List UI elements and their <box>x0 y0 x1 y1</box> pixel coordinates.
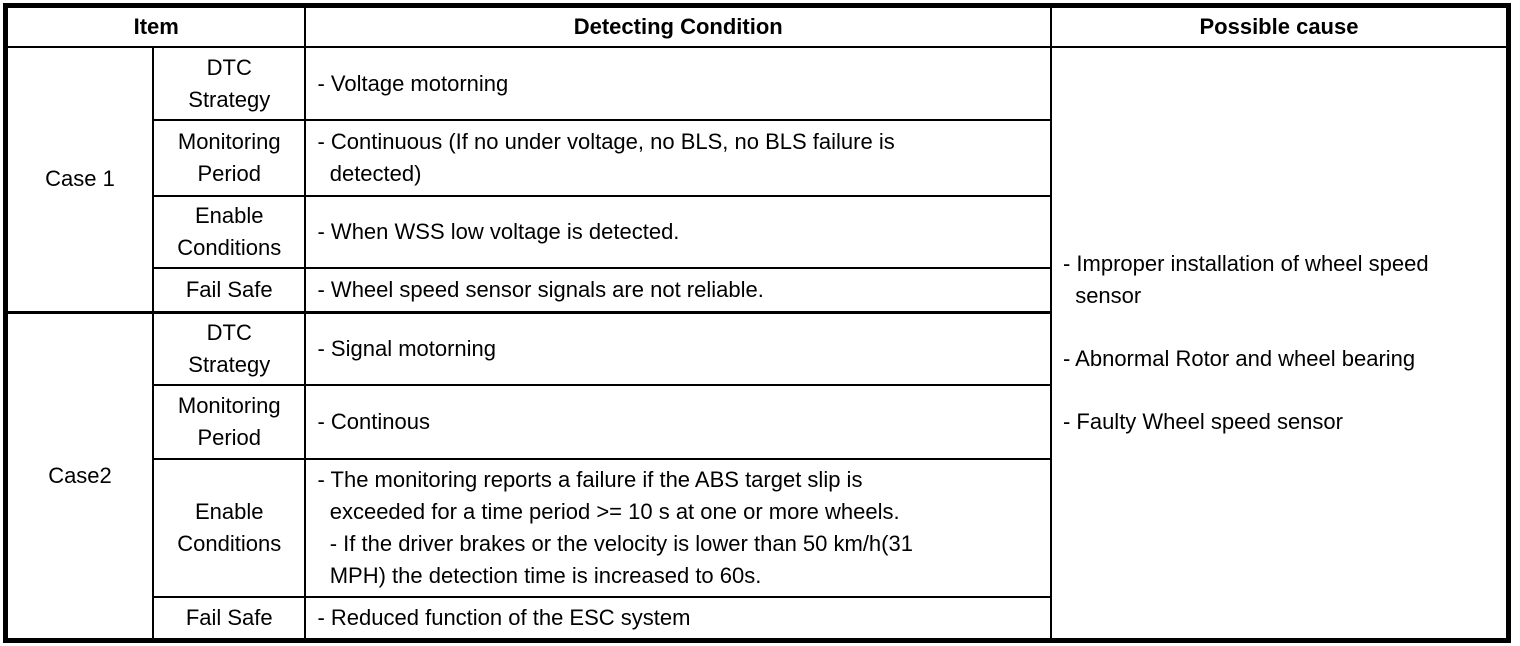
table-row: Monitoring Period - Continous <box>6 384 1509 460</box>
header-item: Item <box>4 4 307 48</box>
header-possible-cause: Possible cause <box>1049 4 1510 48</box>
table-header-row: Item Detecting Condition Possible cause <box>4 4 1510 48</box>
table-row: Monitoring Period - Continuous (If no un… <box>6 119 1509 197</box>
case2-row-label-enable-conditions: Enable Conditions <box>151 458 307 598</box>
table-row: Enable Conditions - The monitoring repor… <box>6 458 1509 598</box>
case1-row-label-enable-conditions: Enable Conditions <box>151 195 307 269</box>
case2-label: Case2 <box>4 310 154 642</box>
table-row: Case2 DTC Strategy - Signal motorning <box>4 310 1509 642</box>
case1-row-label-monitoring-period: Monitoring Period <box>151 119 307 197</box>
case2-condition-enable-conditions: - The monitoring reports a failure if th… <box>304 458 1052 598</box>
case1-condition-enable-conditions: - When WSS low voltage is detected. <box>304 195 1052 269</box>
case1-condition-fail-safe: - Wheel speed sensor signals are not rel… <box>304 267 1052 313</box>
case2-condition-fail-safe: - Reduced function of the ESC system <box>304 596 1052 642</box>
table-row: Fail Safe - Wheel speed sensor signals a… <box>6 267 1509 313</box>
header-detecting-condition: Detecting Condition <box>304 4 1052 48</box>
case2-row-label-monitoring-period: Monitoring Period <box>151 384 307 460</box>
case2-row-label-dtc-strategy: DTC Strategy <box>151 310 307 386</box>
case2-condition-dtc-strategy: - Signal motorning <box>304 310 1052 386</box>
possible-cause-item: - Faulty Wheel speed sensor <box>1062 409 1343 434</box>
case2-condition-monitoring-period: - Continous <box>304 384 1052 460</box>
possible-cause-item: - Improper installation of wheel speed s… <box>1062 251 1429 308</box>
possible-cause-cell: - Improper installation of wheel speed s… <box>1049 46 1510 642</box>
case2-row-label-fail-safe: Fail Safe <box>151 596 307 642</box>
case1-row-label-fail-safe: Fail Safe <box>151 267 307 313</box>
dtc-detecting-condition-page: Item Detecting Condition Possible cause … <box>0 3 1520 646</box>
case1-condition-monitoring-period: - Continuous (If no under voltage, no BL… <box>304 119 1052 197</box>
case1-condition-dtc-strategy: - Voltage motorning <box>304 46 1052 121</box>
table-row: Case 1 DTC Strategy - Voltage motorning … <box>4 46 1510 642</box>
table-row: Fail Safe - Reduced function of the ESC … <box>6 596 1509 642</box>
table-row: Enable Conditions - When WSS low voltage… <box>6 195 1509 269</box>
case1-label: Case 1 <box>4 46 154 313</box>
possible-cause-item: - Abnormal Rotor and wheel bearing <box>1062 346 1416 371</box>
dtc-diagnostic-table: Item Detecting Condition Possible cause … <box>3 3 1511 643</box>
case1-row-label-dtc-strategy: DTC Strategy <box>151 46 307 121</box>
